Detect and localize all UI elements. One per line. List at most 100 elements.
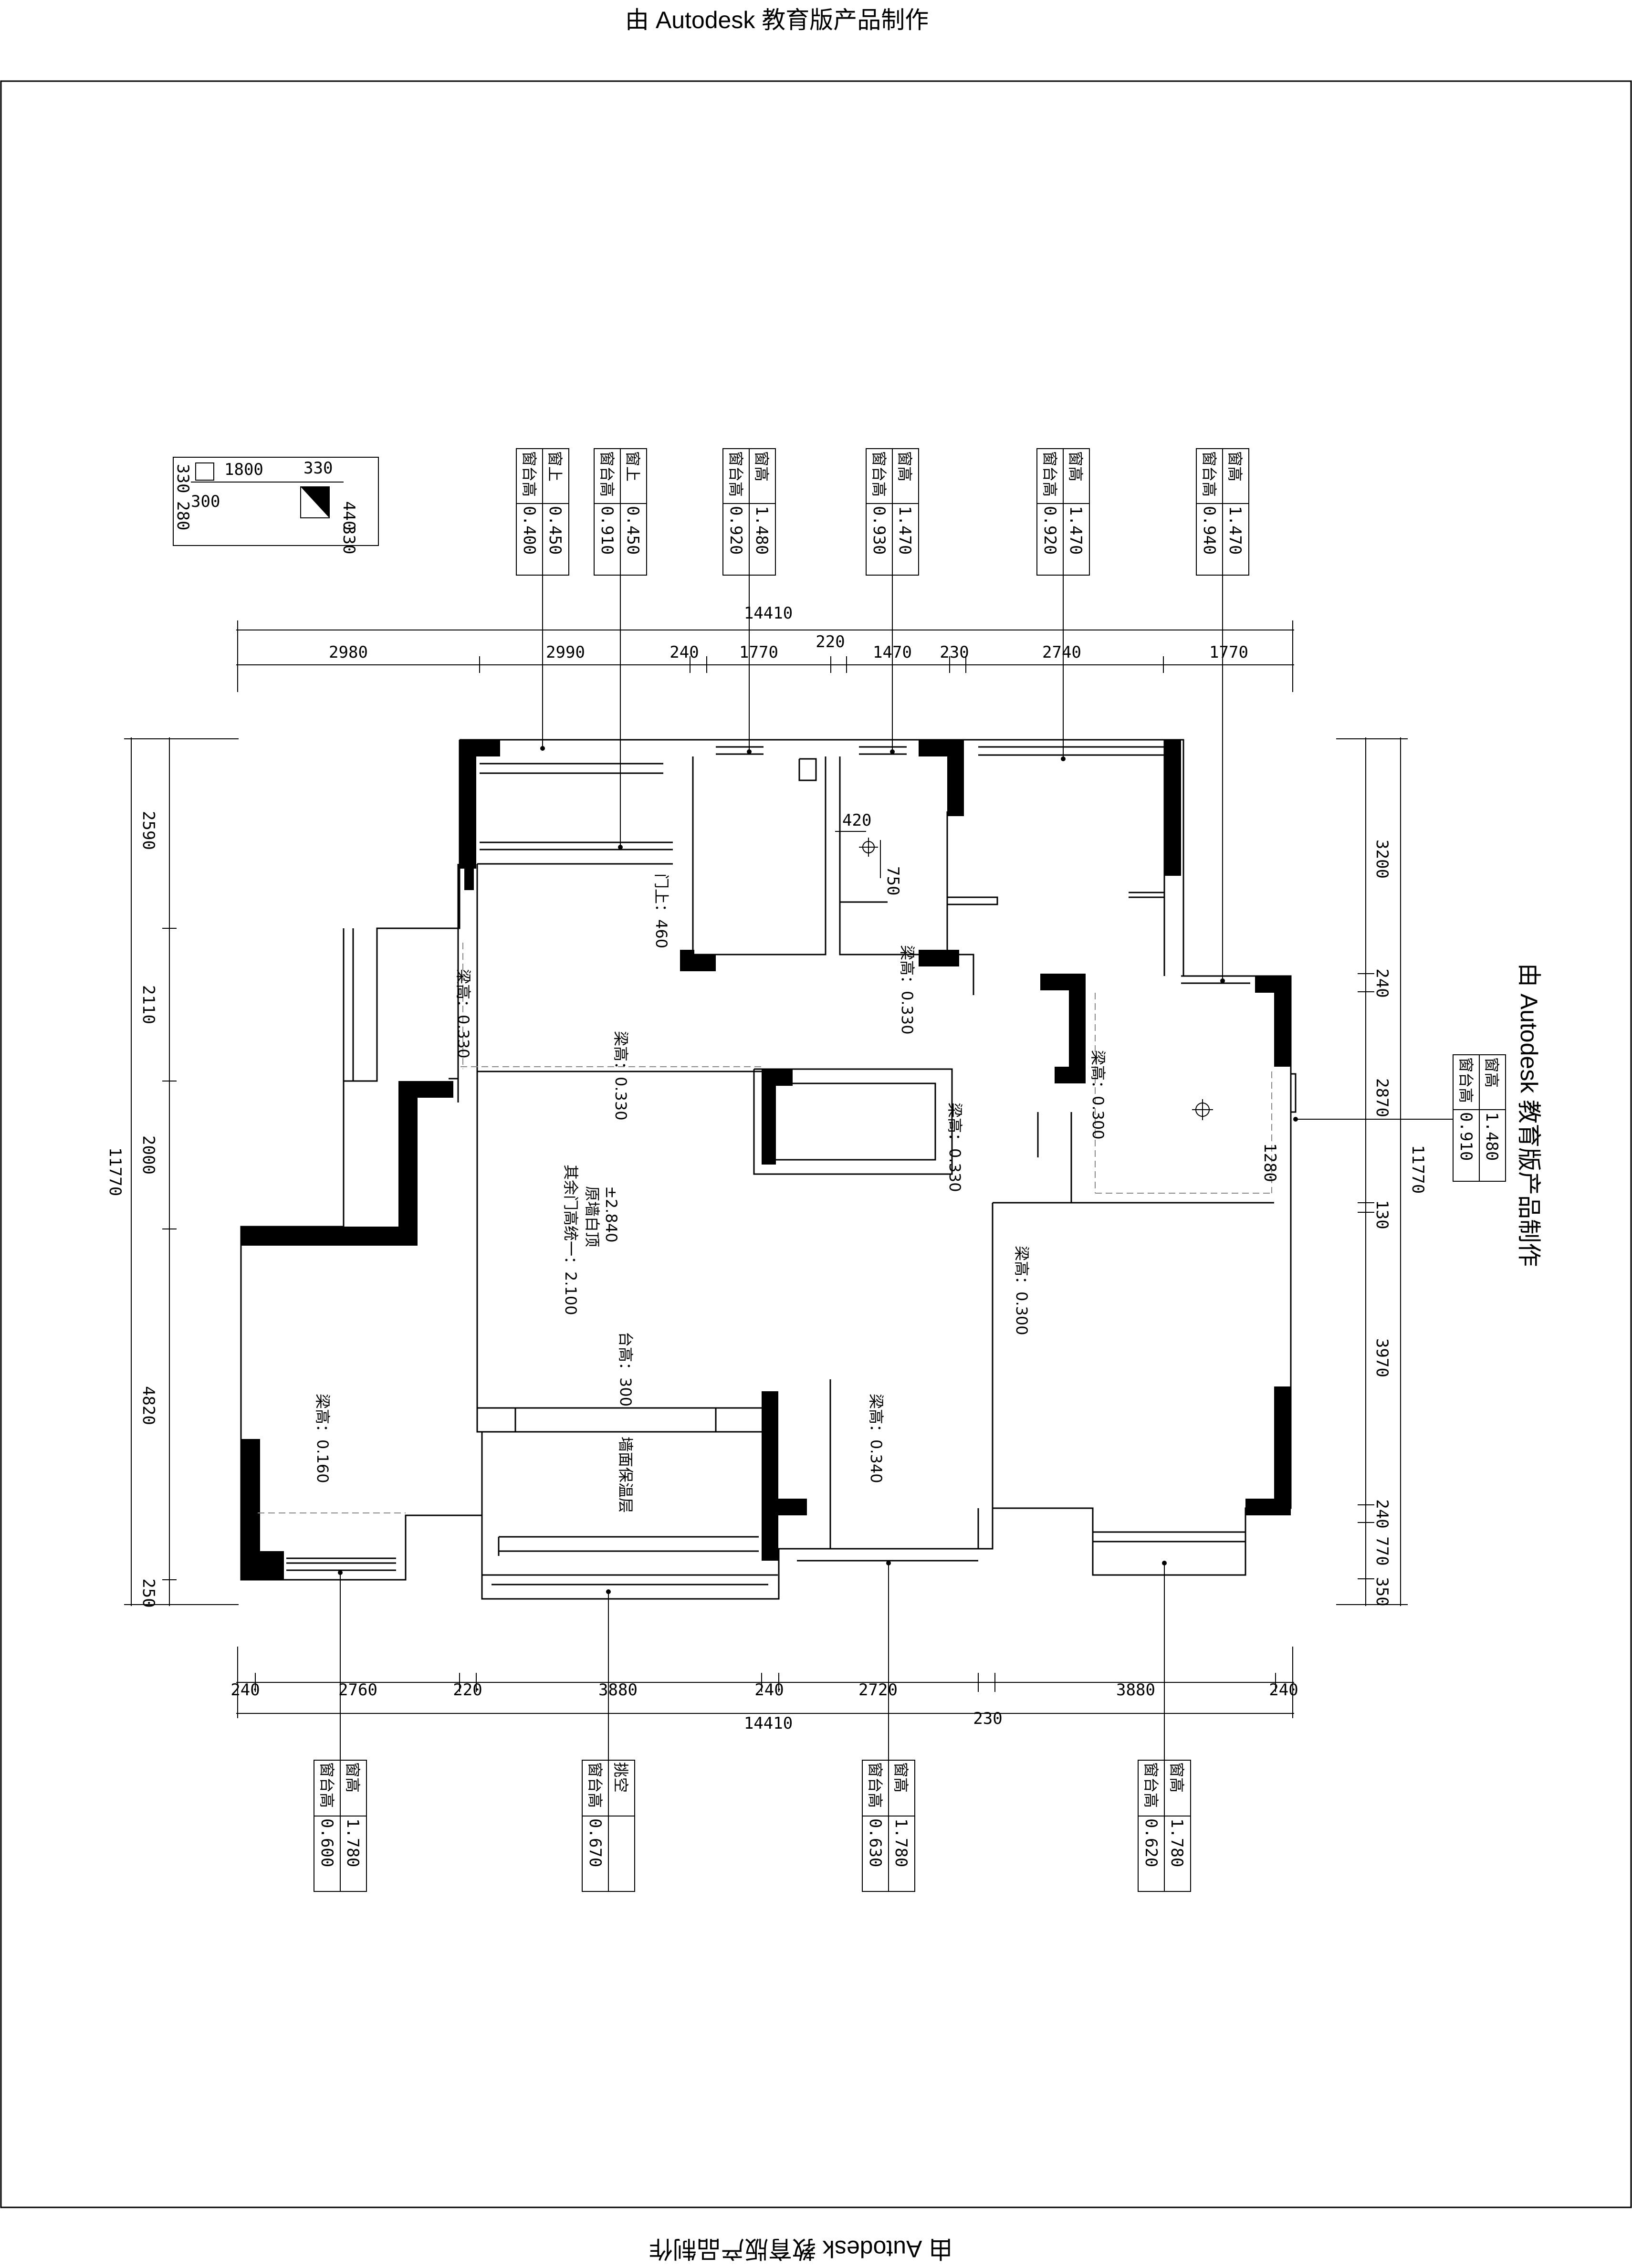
right-dim-6: 240 (1372, 1499, 1391, 1528)
top-dim-220: 220 (816, 632, 845, 651)
svg-text:窗台高: 窗台高 (1457, 1057, 1475, 1103)
svg-text:0.400: 0.400 (520, 506, 539, 555)
window-tag-leaders (338, 575, 1453, 1760)
right-dim-3: 2870 (1372, 1078, 1391, 1117)
dim-750: 750 (883, 866, 902, 895)
legend-d: 440 (339, 501, 358, 530)
svg-text:窗高: 窗高 (892, 1762, 910, 1793)
svg-text:1.480: 1.480 (1482, 1112, 1501, 1161)
bottom-dim-1: 240 (230, 1680, 260, 1700)
top-dim-3: 240 (670, 643, 699, 662)
top-dim-8: 2740 (1042, 643, 1081, 662)
svg-text:0.910: 0.910 (1456, 1112, 1475, 1161)
beam-label-f: 梁高：0.300 (1013, 1246, 1031, 1335)
window-tag-top-3: 窗台高 窗高 0.920 1.480 (722, 448, 776, 576)
watermark-top: 由 Autodesk 教育版产品制作 (625, 7, 929, 33)
beam-lines (258, 943, 1272, 1513)
top-dim-4: 1770 (739, 643, 778, 662)
svg-text:1.470: 1.470 (895, 506, 914, 555)
watermark-bottom: 由 Autodesk 教育版产品制作 (649, 2236, 953, 2262)
wall-outlines (240, 739, 1297, 1600)
svg-text:1.780: 1.780 (343, 1818, 362, 1867)
left-total-dimension: 11770 (105, 1147, 125, 1196)
watermark-right: 由 Autodesk 教育版产品制作 (1516, 963, 1543, 1267)
right-dim-2: 240 (1372, 968, 1391, 998)
bottom-dim-4: 3880 (598, 1680, 638, 1700)
platform-height: 台高：300 (617, 1332, 635, 1407)
dimensions-right (1336, 737, 1408, 1606)
svg-text:0.920: 0.920 (726, 506, 745, 555)
door-height-note: 其余门高统一：2.100 (562, 1165, 580, 1315)
svg-text:0.450: 0.450 (623, 506, 642, 555)
svg-text:1.780: 1.780 (891, 1818, 910, 1867)
top-dim-2: 2990 (546, 643, 585, 662)
svg-text:窗高: 窗高 (1168, 1762, 1186, 1793)
dimensions-top (236, 620, 1294, 692)
svg-text:窗台高: 窗台高 (586, 1762, 604, 1808)
window-tag-top-5: 窗台高 窗高 0.920 1.470 (1036, 448, 1090, 576)
svg-text:窗高: 窗高 (344, 1762, 362, 1793)
window-tag-top-2: 窗台高 窗上 0.910 0.450 (594, 448, 647, 576)
svg-text:窗台高: 窗台高 (870, 451, 888, 497)
window-tag-bottom-2: 窗台高 挑空 0.670 (582, 1760, 635, 1892)
door-top-note: 门上：460 (652, 873, 670, 948)
top-dim-7: 230 (940, 643, 969, 662)
svg-text:窗高: 窗高 (753, 451, 771, 482)
svg-text:0.600: 0.600 (317, 1818, 336, 1867)
window-tag-top-4: 窗台高 窗高 0.930 1.470 (866, 448, 919, 576)
svg-text:窗台高: 窗台高 (318, 1762, 336, 1808)
svg-text:窗台高: 窗台高 (866, 1762, 884, 1808)
legend-g: 280 (173, 501, 192, 530)
window-tag-bottom-1: 窗台高 窗高 0.600 1.780 (314, 1760, 367, 1892)
right-dim-5: 3970 (1372, 1338, 1391, 1377)
right-dim-4: 130 (1372, 1200, 1391, 1229)
beam-label-d: 梁高：0.330 (946, 1102, 964, 1192)
svg-text:窗台高: 窗台高 (1142, 1762, 1160, 1808)
svg-text:1.470: 1.470 (1066, 506, 1085, 555)
legend-c: 300 (191, 492, 220, 511)
right-dim-1: 3200 (1372, 840, 1391, 879)
svg-text:1.780: 1.780 (1167, 1818, 1186, 1867)
dimensions-left (124, 737, 239, 1606)
svg-text:0.930: 0.930 (869, 506, 889, 555)
ceiling-note: 原墙白顶 (583, 1186, 601, 1247)
wall-insulation-note: 墙面保温层 (617, 1437, 635, 1513)
bottom-total-dimension: 14410 (744, 1714, 793, 1733)
fixtures (835, 831, 1213, 1120)
window-tag-top-6: 窗台高 窗高 0.940 1.470 (1196, 448, 1249, 576)
top-dim-9: 1770 (1209, 643, 1248, 662)
left-dim-1: 2590 (139, 811, 158, 850)
dim-420: 420 (842, 811, 871, 830)
room-annotations: 门上：460 梁高：0.330 梁高：0.330 梁高：0.330 梁高：0.3… (314, 811, 1279, 1513)
bottom-extra-dimension: 230 (973, 1709, 1002, 1728)
svg-text:0.670: 0.670 (586, 1818, 605, 1867)
legend-box: 1800 330 300 440 330 330 280 (173, 457, 379, 554)
bottom-dim-7: 3880 (1116, 1680, 1155, 1700)
legend-e: 330 (339, 525, 358, 554)
svg-text:1.480: 1.480 (752, 506, 771, 555)
svg-text:窗台高: 窗台高 (727, 451, 745, 497)
right-total-dimension: 11770 (1408, 1145, 1427, 1194)
svg-text:0.910: 0.910 (597, 506, 617, 555)
beam-label-c: 梁高：0.330 (612, 1031, 630, 1121)
drawing-frame (0, 80, 1632, 2208)
svg-text:0.920: 0.920 (1040, 506, 1059, 555)
bottom-dim-5: 240 (754, 1680, 784, 1700)
legend-f: 330 (173, 464, 192, 493)
bottom-dim-8: 240 (1269, 1680, 1298, 1700)
window-tag-top-1: 窗台高 窗上 0.400 0.450 (516, 448, 569, 576)
svg-text:窗高: 窗高 (1226, 451, 1244, 482)
svg-text:0.940: 0.940 (1200, 506, 1219, 555)
svg-text:0.450: 0.450 (545, 506, 565, 555)
ceiling-level: ±2.840 (602, 1186, 620, 1242)
svg-text:窗高: 窗高 (1067, 451, 1085, 482)
bottom-dim-3: 220 (453, 1680, 482, 1700)
svg-text:窗台高: 窗台高 (1041, 451, 1059, 497)
svg-text:1.470: 1.470 (1225, 506, 1245, 555)
svg-text:窗台高: 窗台高 (598, 451, 616, 497)
legend-a: 1800 (224, 460, 263, 479)
svg-text:窗台高: 窗台高 (520, 451, 538, 497)
window-tag-bottom-3: 窗台高 窗高 0.630 1.780 (862, 1760, 915, 1892)
beam-label-b: 梁高：0.330 (454, 969, 472, 1059)
